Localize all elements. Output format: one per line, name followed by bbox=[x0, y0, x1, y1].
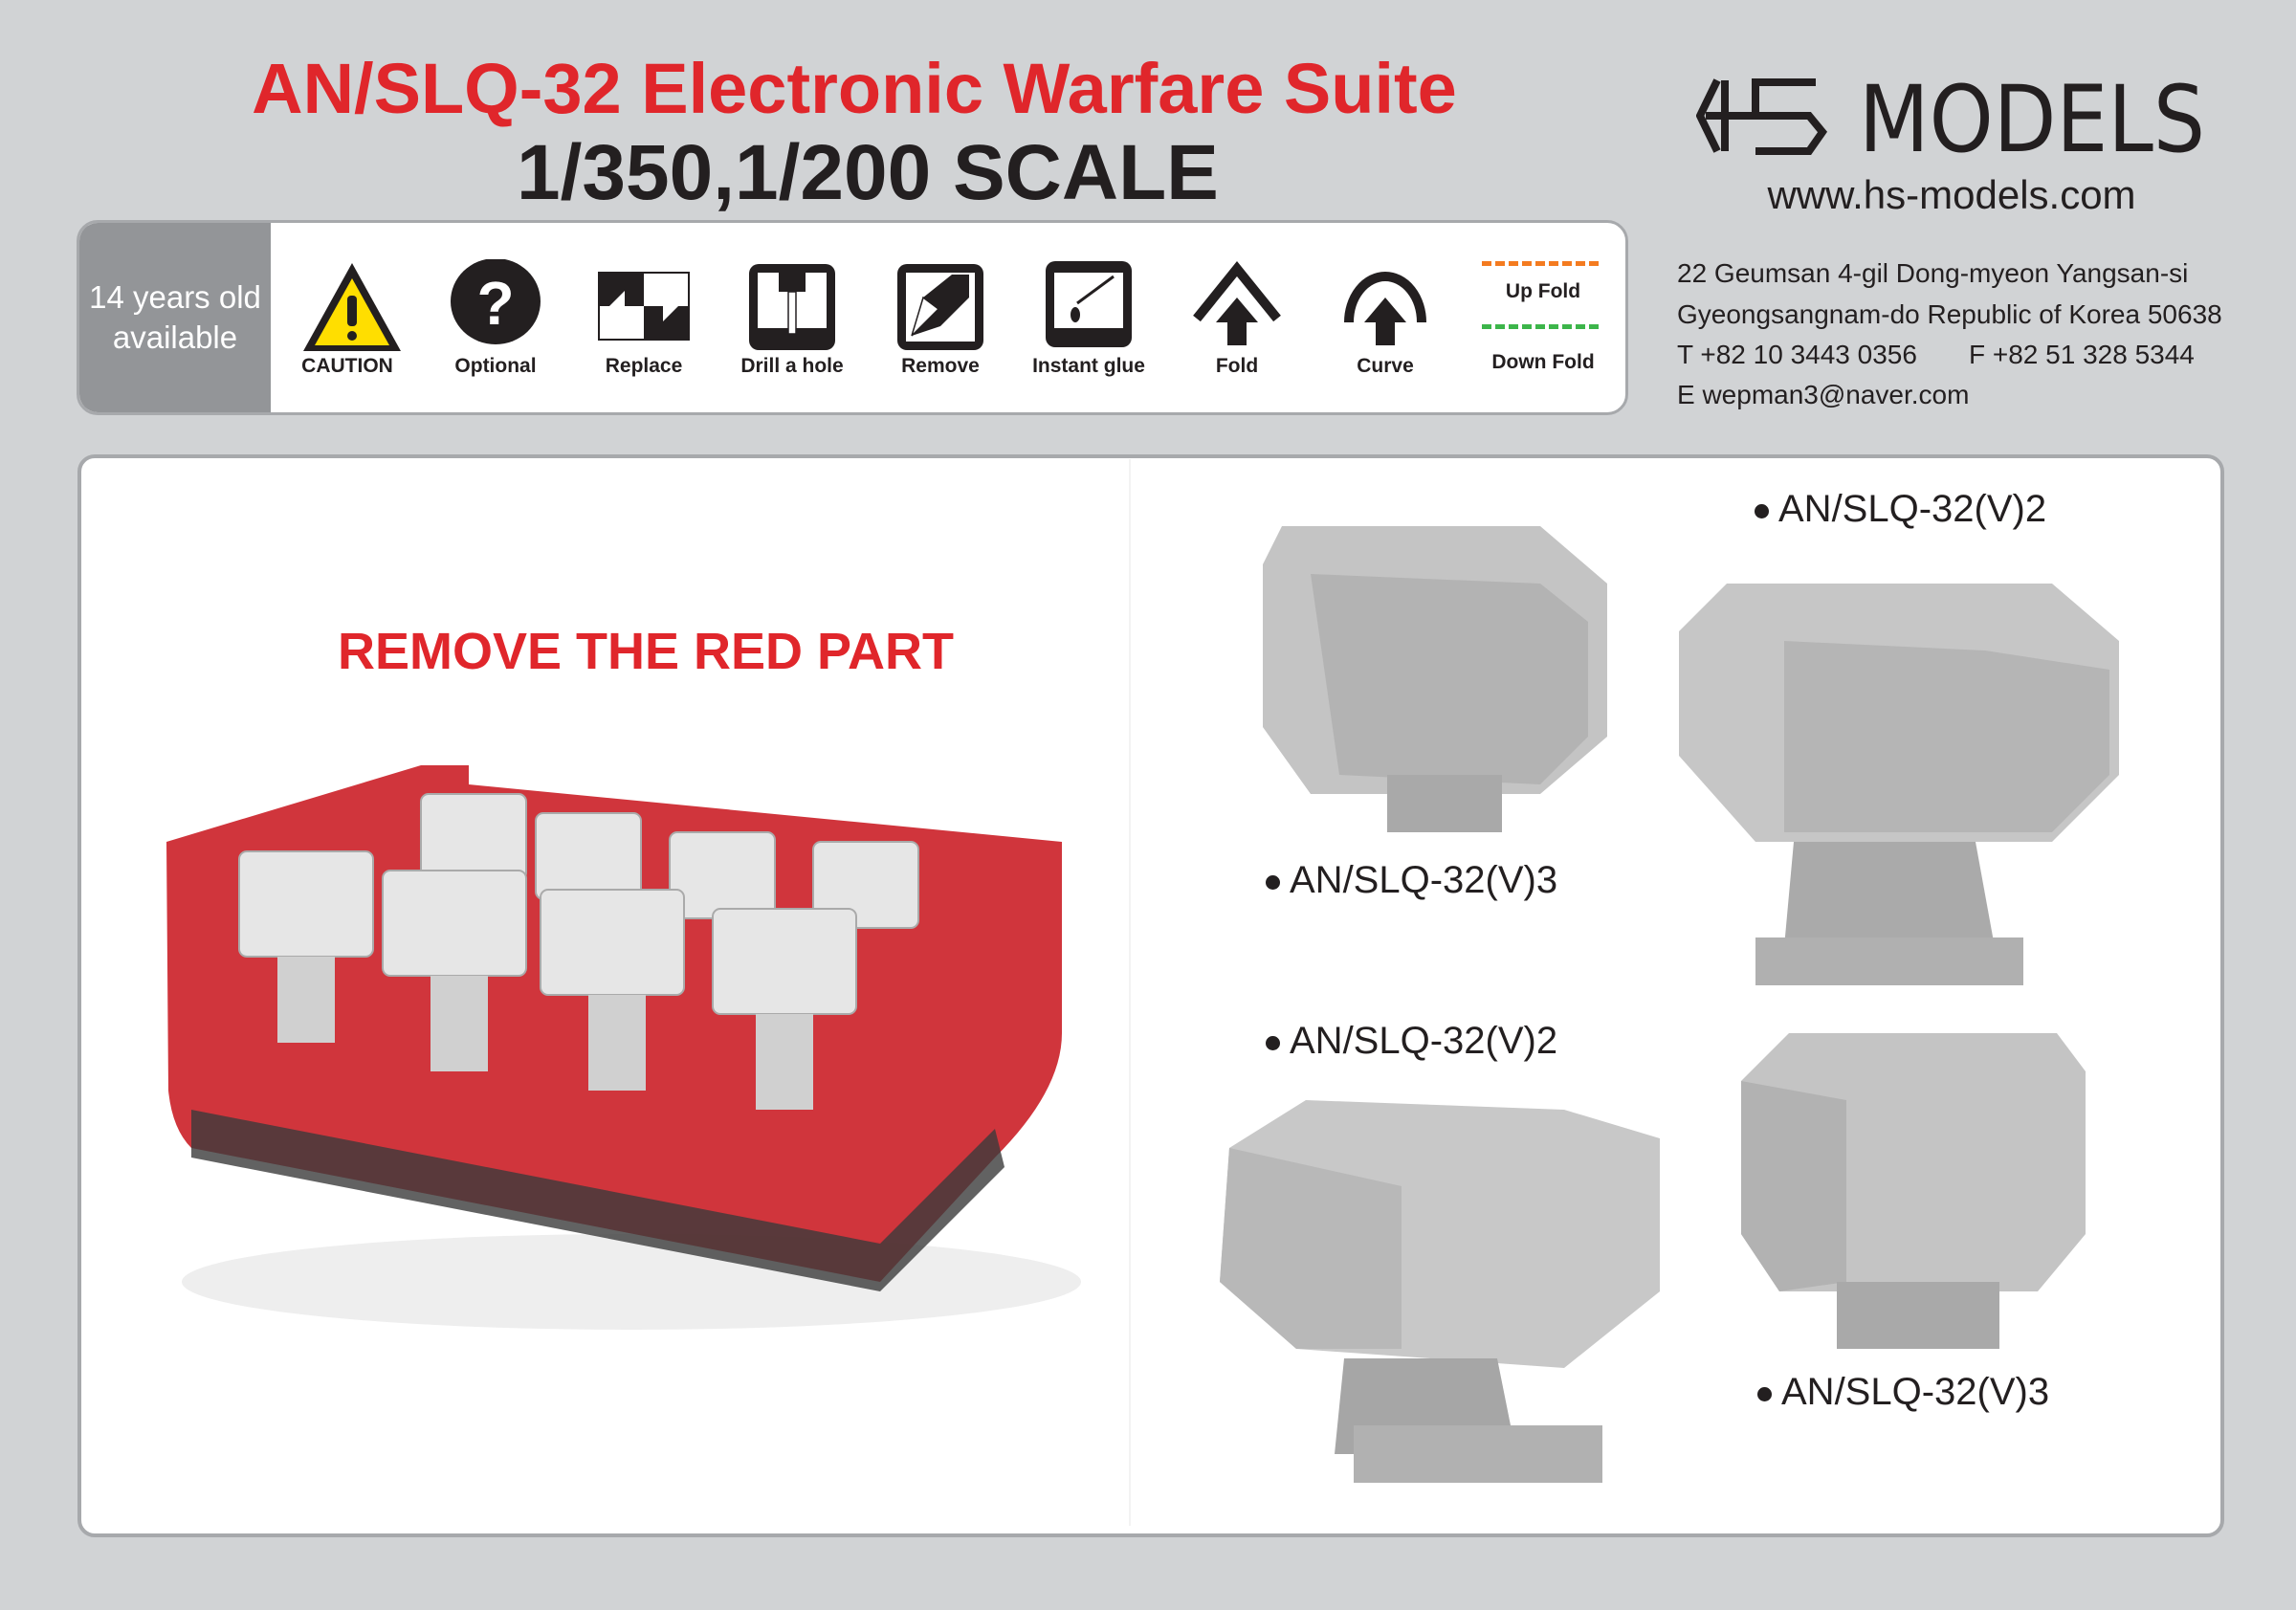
model-label-text: AN/SLQ-32(V)2 bbox=[1290, 1020, 1558, 1062]
drill-icon bbox=[749, 264, 835, 350]
panel-divider bbox=[1129, 459, 1131, 1526]
legend-label: Drill a hole bbox=[740, 355, 844, 377]
model-label-text: AN/SLQ-32(V)3 bbox=[1290, 859, 1558, 901]
legend-label: Curve bbox=[1357, 355, 1414, 377]
down-fold-line bbox=[1482, 324, 1599, 329]
caution-icon bbox=[303, 263, 401, 351]
legend-remove: Remove bbox=[869, 223, 1012, 412]
model-label: AN/SLQ-32(V)3 bbox=[1266, 859, 1557, 902]
replace-icon bbox=[598, 272, 690, 341]
legend-drill: Drill a hole bbox=[720, 223, 864, 412]
age-line-2: available bbox=[112, 320, 238, 355]
scale-subtitle: 1/350,1/200 SCALE bbox=[517, 129, 1219, 216]
legend-optional: ? Optional bbox=[424, 223, 567, 412]
knife-icon bbox=[897, 264, 983, 350]
legend-label: Replace bbox=[605, 355, 683, 377]
model-render-v2-bottom bbox=[1220, 1100, 1660, 1483]
age-line-1: 14 years old bbox=[89, 279, 261, 315]
model-label-text: AN/SLQ-32(V)3 bbox=[1781, 1371, 2050, 1413]
address-line-2: Gyeongsangnam-do Republic of Korea 50638 bbox=[1677, 299, 2222, 329]
legend-instant-glue: Instant glue bbox=[1017, 223, 1160, 412]
legend-label: Instant glue bbox=[1032, 355, 1145, 377]
glue-icon bbox=[1046, 261, 1132, 347]
model-label: AN/SLQ-32(V)2 bbox=[1266, 1020, 1557, 1063]
legend-fold: Fold bbox=[1165, 223, 1309, 412]
age-badge: 14 years old available bbox=[79, 223, 271, 412]
bullet-icon bbox=[1755, 503, 1769, 518]
instruction-icon-legend: 14 years old available CAUTION ? Optiona… bbox=[77, 220, 1628, 415]
phone-number: T +82 10 3443 0356 bbox=[1677, 340, 1917, 369]
legend-caution: CAUTION bbox=[276, 223, 419, 412]
legend-replace: Replace bbox=[572, 223, 716, 412]
down-fold-label: Down Fold bbox=[1491, 351, 1595, 373]
model-render-v3-top bbox=[1263, 526, 1607, 832]
legend-fold-lines: Up Fold Down Fold bbox=[1467, 223, 1620, 412]
legend-label: Fold bbox=[1215, 355, 1259, 377]
model-label: AN/SLQ-32(V)2 bbox=[1755, 488, 2046, 531]
fold-arrow-icon bbox=[1193, 261, 1281, 345]
hs-models-logo: MODELS bbox=[1695, 66, 2213, 173]
up-fold-line bbox=[1482, 261, 1599, 266]
svg-text:?: ? bbox=[476, 269, 514, 338]
website-url: www.hs-models.com bbox=[1767, 172, 2136, 217]
remove-red-part-instruction: REMOVE THE RED PART bbox=[337, 623, 955, 680]
legend-label: Optional bbox=[454, 355, 537, 377]
bullet-icon bbox=[1266, 1035, 1280, 1050]
question-icon: ? bbox=[451, 259, 541, 344]
model-render-v2-top bbox=[1679, 584, 2119, 985]
sprue-tray-render bbox=[166, 765, 1081, 1330]
svg-text:MODELS: MODELS bbox=[1859, 73, 2205, 159]
bullet-icon bbox=[1266, 874, 1280, 890]
legend-label: Remove bbox=[901, 355, 980, 377]
legend-curve: Curve bbox=[1314, 223, 1457, 412]
fax-number: F +82 51 328 5344 bbox=[1969, 340, 2195, 369]
address-line-1: 22 Geumsan 4-gil Dong-myeon Yangsan-si bbox=[1677, 258, 2189, 288]
up-fold-label: Up Fold bbox=[1505, 280, 1581, 302]
page-title: AN/SLQ-32 Electronic Warfare Suite bbox=[252, 49, 1457, 128]
curve-arrow-icon bbox=[1344, 272, 1426, 345]
email-address: E wepman3@naver.com bbox=[1677, 380, 1970, 409]
bullet-icon bbox=[1757, 1386, 1772, 1401]
model-render-v3-bottom bbox=[1741, 1033, 2086, 1349]
model-label: AN/SLQ-32(V)3 bbox=[1757, 1371, 2049, 1414]
model-label-text: AN/SLQ-32(V)2 bbox=[1778, 488, 2047, 530]
legend-label: CAUTION bbox=[301, 355, 393, 377]
